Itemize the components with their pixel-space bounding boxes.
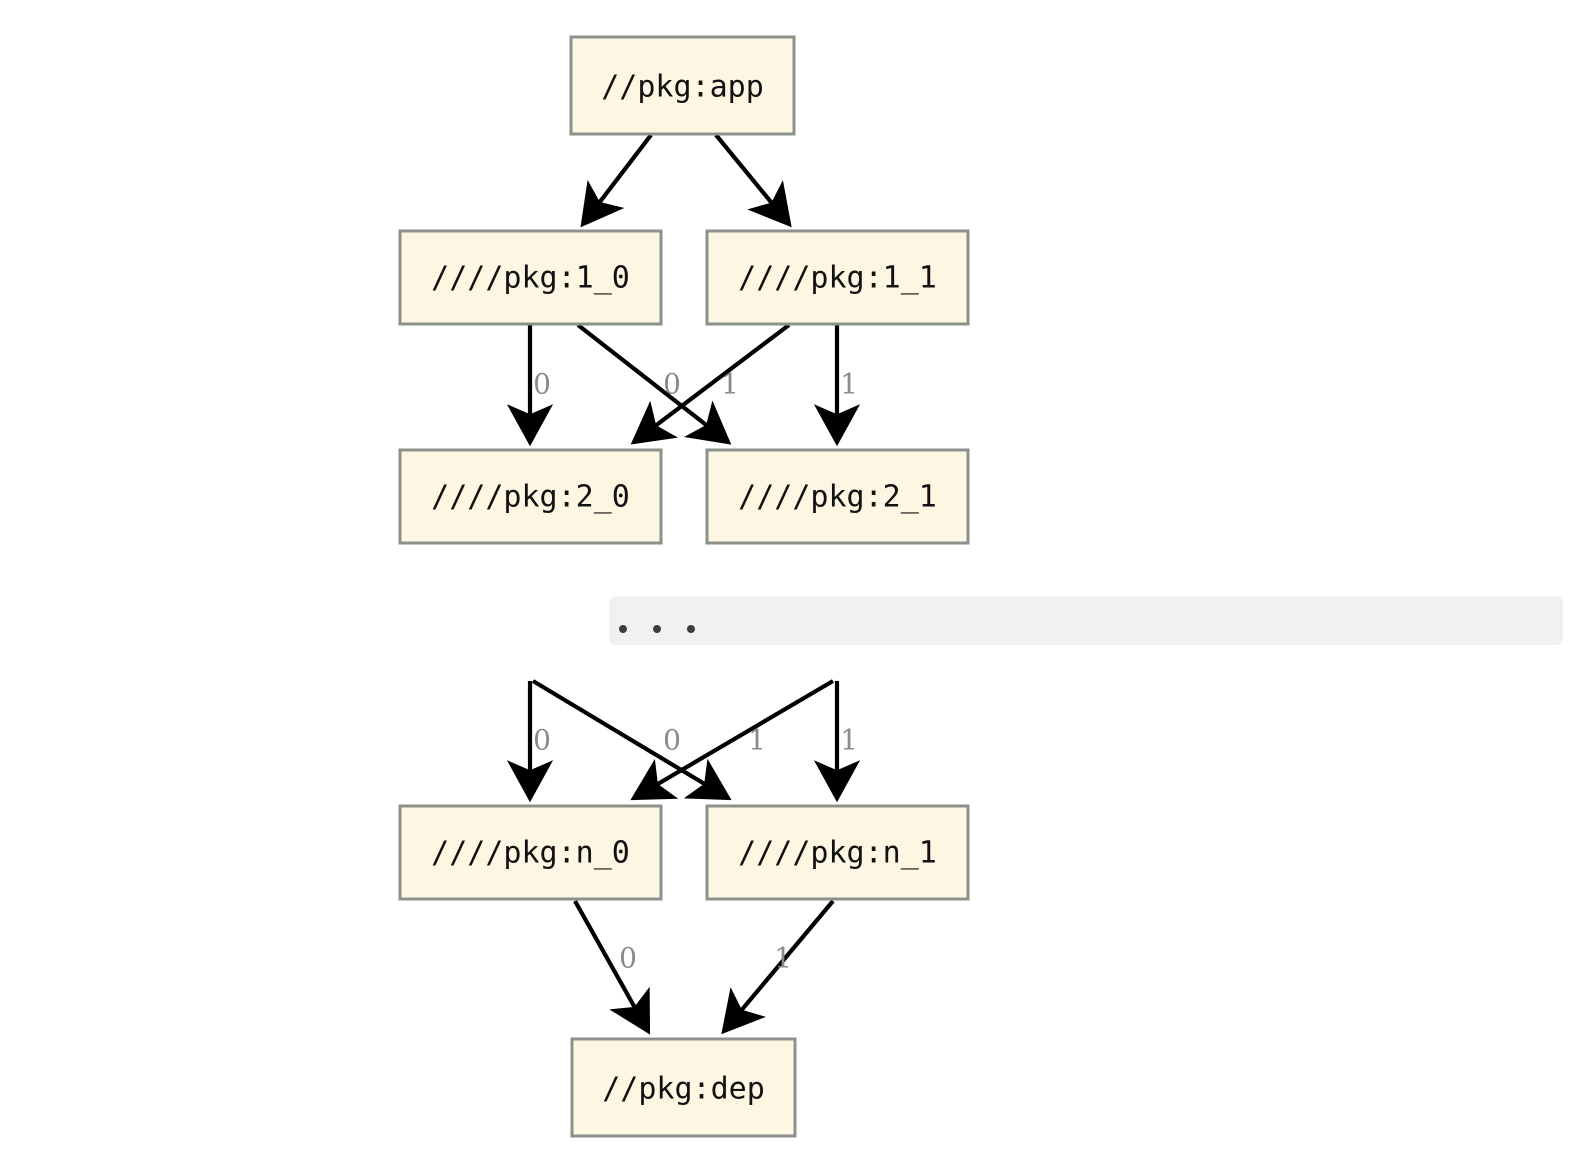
edge-group	[506, 133, 861, 1035]
edge-label-group: 0 0 1 1 0 0 1 1 0 1	[533, 368, 858, 975]
node-box-n_1[interactable]	[705, 804, 970, 901]
node-label-n_1: ////pkg:n_1	[738, 836, 937, 871]
node-2_0[interactable]: ////pkg:2_0	[398, 448, 663, 545]
node-label-n_0: ////pkg:n_0	[431, 836, 630, 871]
node-box-app[interactable]	[569, 35, 796, 136]
edge-label-1_1-2_0: 1	[721, 368, 739, 401]
edge-truncated-to-n_0-alt[interactable]	[630, 679, 835, 801]
edge-n_1-to-dep[interactable]	[721, 899, 835, 1035]
edge-label-trunc-n_1: 0	[663, 724, 681, 757]
edge-label-1_1-2_1: 1	[840, 368, 858, 401]
node-box-2_0[interactable]	[398, 448, 663, 545]
edge-label-trunc-n_0-alt: 1	[748, 724, 766, 757]
edge-label-n_1-dep: 1	[774, 942, 792, 975]
edge-1_0-to-2_1[interactable]	[576, 323, 732, 445]
edge-label-trunc-n_0: 0	[533, 724, 551, 757]
ellipsis-dot-2	[653, 625, 661, 633]
edge-truncated-to-n_1[interactable]	[531, 679, 732, 801]
node-label-2_1: ////pkg:2_1	[738, 480, 937, 515]
node-label-2_0: ////pkg:2_0	[431, 480, 630, 515]
node-box-2_1[interactable]	[705, 448, 970, 545]
edge-app-to-1_0[interactable]	[580, 133, 653, 228]
ellipsis-dot-3	[687, 625, 695, 633]
edge-app-to-1_1[interactable]	[714, 133, 792, 228]
ellipsis-icon	[619, 625, 721, 633]
node-app[interactable]: //pkg:app	[569, 35, 796, 136]
node-1_1[interactable]: ////pkg:1_1	[705, 229, 970, 326]
ellipsis-dot-1	[619, 625, 627, 633]
node-label-app: //pkg:app	[601, 70, 764, 105]
node-box-1_0[interactable]	[398, 229, 663, 326]
edge-label-1_0-2_0: 0	[533, 368, 551, 401]
node-box-n_0[interactable]	[398, 804, 663, 901]
node-n_1[interactable]: ////pkg:n_1	[705, 804, 970, 901]
node-n_0[interactable]: ////pkg:n_0	[398, 804, 663, 901]
node-label-dep: //pkg:dep	[602, 1072, 765, 1107]
node-1_0[interactable]: ////pkg:1_0	[398, 229, 663, 326]
node-box-dep[interactable]	[570, 1037, 797, 1138]
edge-1_1-to-2_0[interactable]	[630, 323, 791, 445]
node-label-1_1: ////pkg:1_1	[738, 261, 937, 296]
node-2_1[interactable]: ////pkg:2_1	[705, 448, 970, 545]
edge-label-n_0-dep: 0	[619, 942, 637, 975]
truncation-band[interactable]	[609, 596, 1563, 645]
edge-label-trunc-n_1-alt: 1	[840, 724, 858, 757]
node-box-1_1[interactable]	[705, 229, 970, 326]
node-label-1_0: ////pkg:1_0	[431, 261, 630, 296]
edge-n_0-to-dep[interactable]	[573, 899, 651, 1035]
edge-label-1_0-2_1: 0	[663, 368, 681, 401]
node-dep[interactable]: //pkg:dep	[570, 1037, 797, 1138]
